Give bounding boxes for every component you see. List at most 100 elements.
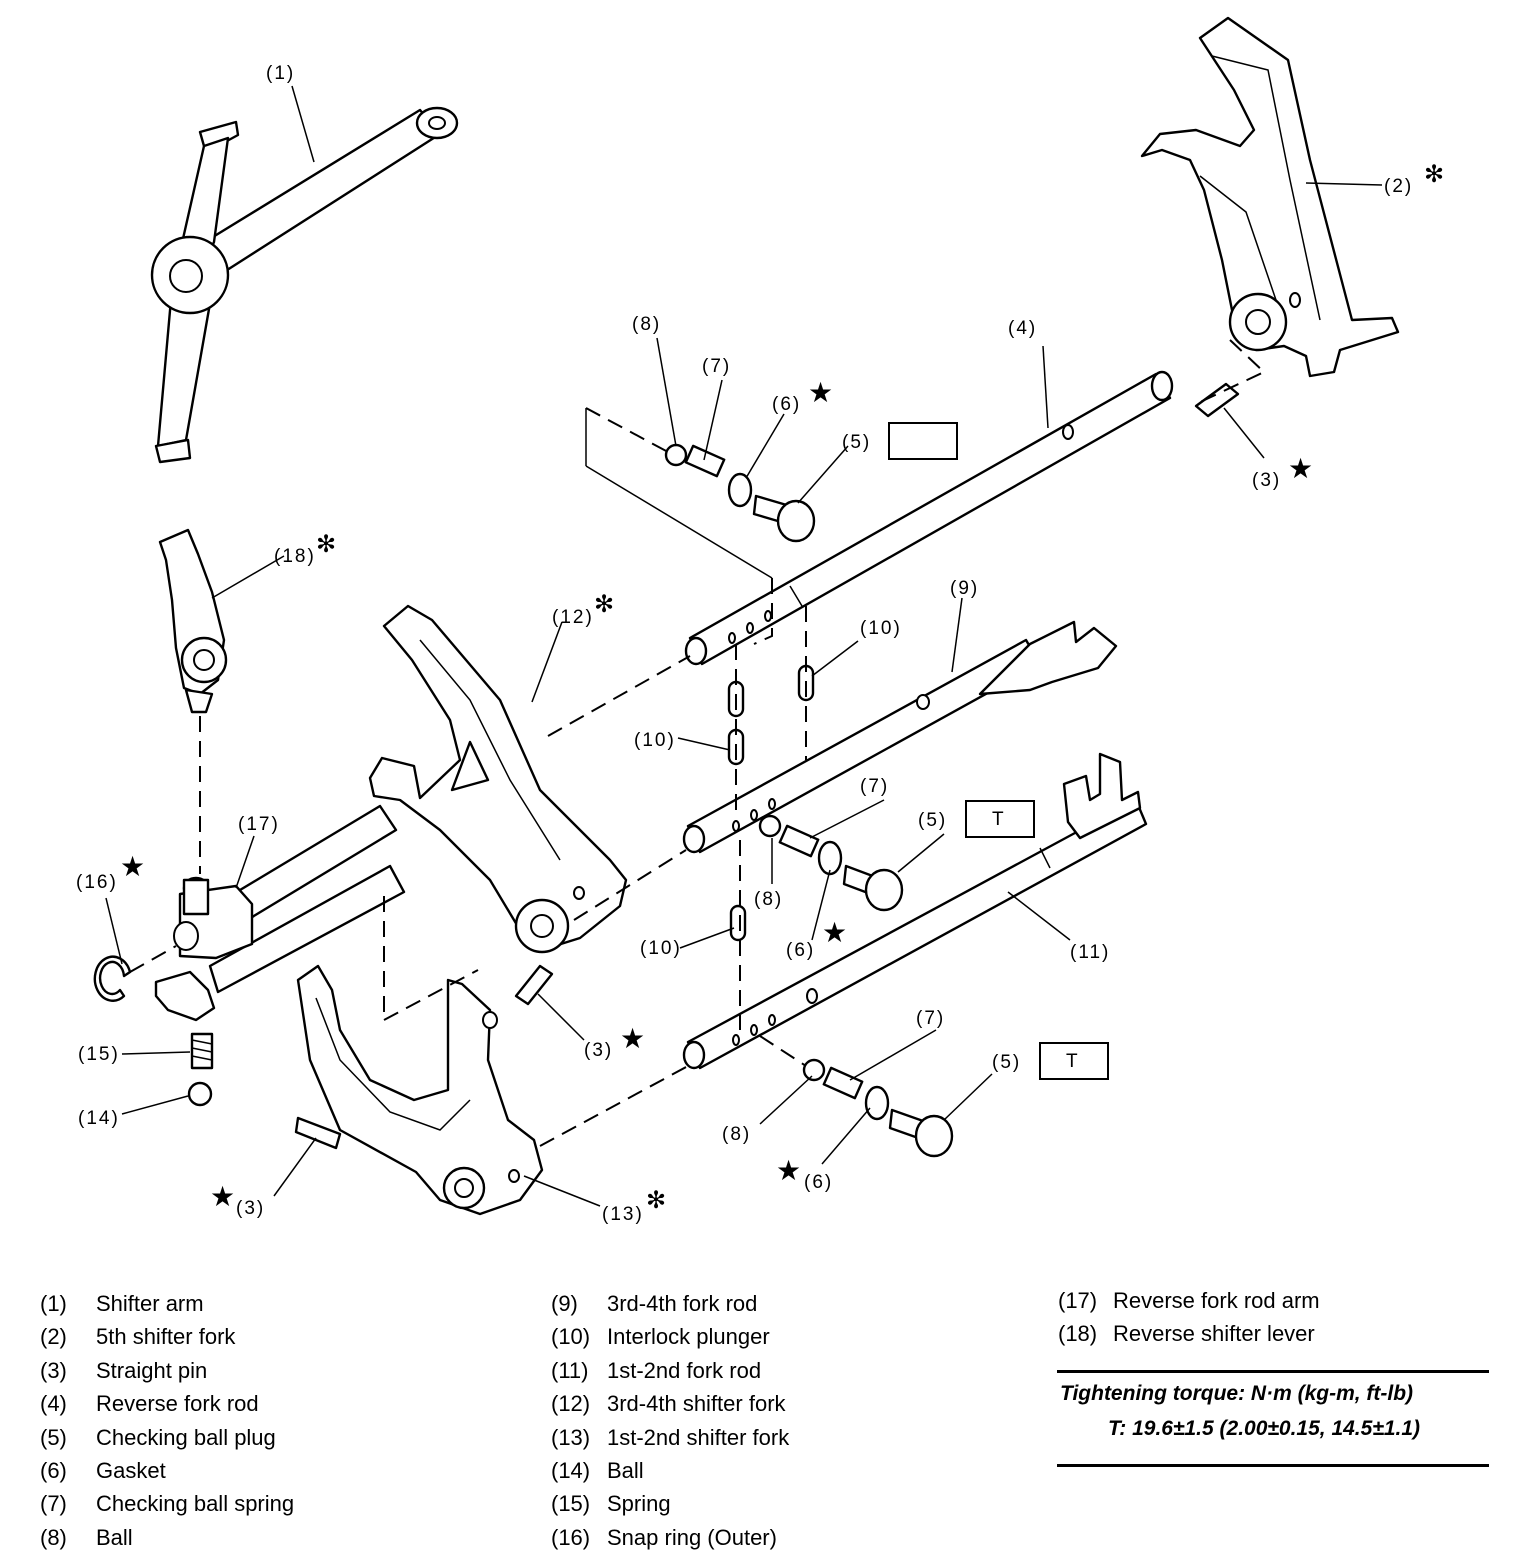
tightening-torque-note: Tightening torque: N·m (kg-m, ft-lb) T: … — [1057, 1370, 1489, 1467]
legend-name: Snap ring (Outer) — [607, 1524, 777, 1550]
callout-3-a: (3) — [1252, 470, 1281, 491]
legend-number: (7) — [40, 1491, 67, 1517]
snap-ring-part — [93, 955, 132, 1002]
legend-number: (6) — [40, 1458, 67, 1484]
legend-item: (16) Snap ring (Outer) — [551, 1521, 789, 1554]
callout-1: (1) — [266, 63, 295, 84]
legend-item: (1) Shifter arm — [40, 1287, 294, 1320]
reverse-fork-rod-arm-part — [154, 804, 406, 1022]
callout-15: (15) — [78, 1044, 120, 1065]
callout-16: (16) — [76, 872, 118, 893]
3rd-4th-fork-rod-part — [682, 620, 1118, 854]
legend-item: (9) 3rd-4th fork rod — [551, 1287, 789, 1320]
legend-number: (3) — [40, 1357, 67, 1383]
checking-ball-set-upper — [664, 443, 816, 543]
torque-t-letter: T — [992, 809, 1006, 830]
legend-name: Straight pin — [96, 1357, 208, 1383]
legend-number: (14) — [551, 1458, 591, 1484]
legend-name: Reverse fork rod — [96, 1391, 259, 1417]
legend-name: Reverse shifter lever — [1113, 1321, 1315, 1347]
legend-number: (13) — [551, 1424, 591, 1450]
legend-item: (10) Interlock plunger — [551, 1320, 789, 1353]
callout-18-mark: ✻ — [316, 531, 336, 558]
callout-3-b-mark: ★ — [620, 1023, 645, 1054]
1st-2nd-fork-rod-part — [682, 752, 1148, 1070]
legend-name: Checking ball spring — [96, 1491, 295, 1517]
assembly-lines — [129, 339, 1266, 1147]
callout-4: (4) — [1008, 318, 1037, 339]
callout-18: (18) — [274, 546, 316, 567]
legend-number: (4) — [40, 1391, 67, 1417]
callout-3-a-mark: ★ — [1288, 453, 1313, 484]
callout-labels: (1) (2) ✻ (3) ★ (3) ★ ★ (3) (4) (5) (5) … — [76, 63, 1444, 1225]
callout-6-b: (6) — [786, 940, 815, 961]
legend-name: Checking ball plug — [96, 1424, 276, 1450]
checking-ball-set-lower — [802, 1058, 954, 1158]
callout-17: (17) — [238, 814, 280, 835]
torque-t-box — [1039, 1042, 1109, 1080]
legend-number: (1) — [40, 1291, 67, 1316]
legend-number: (9) — [551, 1291, 578, 1316]
callout-10-b: (10) — [634, 730, 676, 751]
legend-number: (18) — [1058, 1321, 1098, 1347]
leader-lines — [105, 85, 1383, 1207]
legend-number: (2) — [40, 1324, 67, 1350]
legend-item: (7) Checking ball spring — [40, 1487, 294, 1520]
callout-14: (14) — [78, 1108, 120, 1129]
legend-name: 1st-2nd shifter fork — [607, 1424, 790, 1450]
callout-8-c: (8) — [722, 1124, 751, 1145]
legend-name: Ball — [607, 1458, 644, 1484]
callout-2-mark: ✻ — [1424, 161, 1444, 188]
legend-number: (8) — [40, 1524, 67, 1550]
callout-5-c: (5) — [992, 1052, 1021, 1073]
exploded-parts-diagram: T T (1) (2) ✻ (3) ★ (3) ★ ★ (3) (4) (5) … — [76, 16, 1444, 1225]
reverse-shifter-lever-part — [158, 528, 228, 714]
legend-number: (17) — [1058, 1288, 1098, 1313]
legend-name: Spring — [607, 1491, 671, 1517]
legend-item: (17) Reverse fork rod arm — [1058, 1284, 1320, 1317]
legend-number: (10) — [551, 1324, 591, 1350]
legend-name: Gasket — [96, 1458, 166, 1484]
legend-name: 3rd-4th fork rod — [607, 1291, 758, 1316]
legend-name: Shifter arm — [96, 1291, 204, 1316]
torque-value: T: 19.6±1.5 (2.00±0.15, 14.5±1.1) — [1108, 1417, 1421, 1440]
legend-name: 3rd-4th shifter fork — [607, 1391, 786, 1417]
callout-6-a-mark: ★ — [808, 377, 833, 408]
legend-number: (16) — [551, 1524, 591, 1550]
callout-11: (11) — [1070, 942, 1110, 963]
legend-item: (5)Checking ball plug — [40, 1421, 294, 1454]
legend-item: (6) Gasket — [40, 1454, 294, 1487]
shifter-arm-part — [150, 106, 459, 464]
legend-item: (12)3rd-4th shifter fork — [551, 1387, 789, 1420]
callout-2: (2) — [1384, 176, 1413, 197]
parts-legend-column-3: (17) Reverse fork rod arm (18) Reverse shi… — [1058, 1284, 1320, 1351]
callout-10-c: (10) — [640, 938, 682, 959]
legend-item: (18) Reverse shifter lever — [1058, 1317, 1320, 1350]
legend-number: (15) — [551, 1491, 591, 1517]
legend-item: (13) 1st-2nd shifter fork — [551, 1421, 789, 1454]
legend-name: 1st-2nd fork rod — [607, 1357, 762, 1383]
legend-item: (2)5th shifter fork — [40, 1320, 294, 1353]
callout-7-b: (7) — [860, 776, 889, 797]
callout-12: (12) — [552, 607, 594, 628]
torque-t-letter: T — [1066, 1051, 1080, 1072]
callout-6-c: (6) — [804, 1172, 833, 1193]
legend-item: (8)Ball — [40, 1521, 294, 1554]
callout-6-c-mark: ★ — [776, 1155, 801, 1186]
callout-3-c: (3) — [236, 1198, 265, 1219]
legend-item: (15) Spring — [551, 1487, 789, 1520]
reverse-fork-rod-part — [684, 370, 1174, 666]
legend-name: Reverse fork rod arm — [1113, 1288, 1320, 1313]
legend-name: Interlock plunger — [607, 1324, 770, 1350]
callout-8-b: (8) — [754, 889, 783, 910]
ball-part — [187, 1081, 213, 1107]
callout-10-a: (10) — [860, 618, 902, 639]
torque-t-box — [965, 800, 1035, 838]
legend-number: (11) — [551, 1357, 589, 1383]
callout-13: (13) — [602, 1204, 644, 1225]
checking-ball-set-middle — [758, 814, 904, 912]
callout-5-b: (5) — [918, 810, 947, 831]
spring-part — [190, 1032, 214, 1070]
parts-legend-column-2: (9) 3rd-4th fork rod (10) Interlock plunge… — [551, 1287, 789, 1554]
callout-3-c-mark: ★ — [210, 1181, 235, 1212]
